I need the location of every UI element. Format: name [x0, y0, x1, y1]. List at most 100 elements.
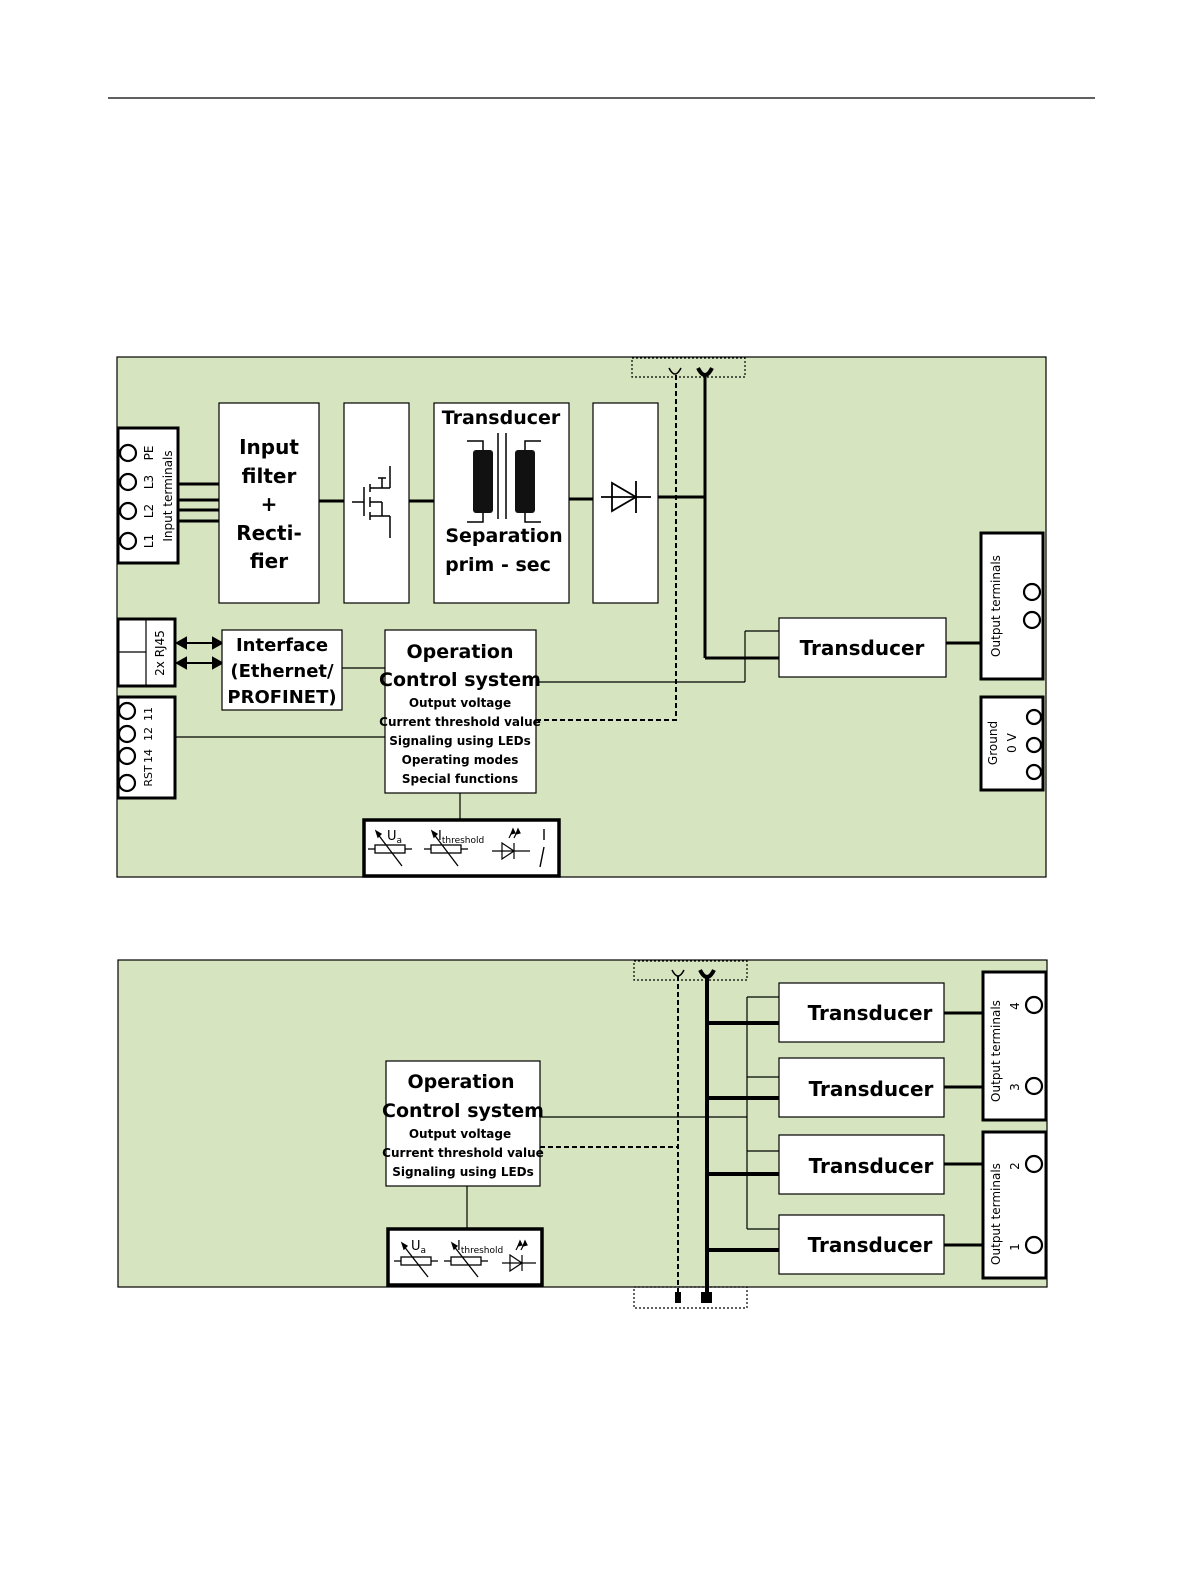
input-wires — [178, 482, 219, 523]
control-branches — [747, 996, 779, 1230]
voltage-potentiometer-icon — [368, 829, 412, 867]
terminal-l3 — [118, 472, 138, 492]
bus-connector-top — [631, 357, 746, 378]
input-terminals-title: Input terminals — [161, 450, 175, 541]
operation-item-2: Current threshold value — [379, 715, 541, 729]
current-threshold-symbol: Ithreshold — [438, 829, 484, 846]
output-terminal-4 — [1024, 995, 1044, 1015]
ground-label-line2: 0 V — [1005, 732, 1019, 752]
operation-title2: Control system — [379, 669, 541, 691]
signal-label-rst: RST — [142, 765, 155, 787]
output-terminal-block — [979, 531, 1045, 681]
output-terminals-34-title: Output terminals — [989, 1000, 1003, 1102]
interface-line1: Interface — [236, 635, 328, 656]
bus-plug-thick — [701, 1292, 712, 1303]
terminal-pe — [118, 443, 138, 463]
output-wires-2 — [944, 1011, 983, 1247]
ground-terminal-2 — [1025, 736, 1043, 754]
rj45-label: 2x RJ45 — [153, 630, 167, 676]
output-transducer-label: Transducer — [800, 636, 925, 660]
interface-line2: (Ethernet/ — [230, 661, 334, 682]
transformer-icon — [467, 433, 541, 523]
input-filter-line4: Recti- — [236, 521, 302, 545]
transformer-line2: prim - sec — [445, 554, 551, 576]
output-terminals-title: Output terminals — [989, 555, 1003, 657]
input-filter-line3: + — [261, 492, 278, 516]
output-terminal-plus — [1022, 582, 1042, 602]
transducer-4 — [778, 982, 945, 1043]
output-number-1: 1 — [1008, 1243, 1022, 1251]
signal-terminal-14 — [117, 746, 137, 766]
operation-title1: Operation — [406, 641, 513, 663]
transducer-2 — [778, 1134, 945, 1195]
switch-icon — [539, 829, 545, 868]
ethernet-arrows — [174, 636, 225, 670]
bus-connector-top-2 — [633, 960, 748, 981]
current-threshold-line — [536, 374, 677, 721]
operation2-title1: Operation — [407, 1071, 514, 1093]
operation2-item-1: Output voltage — [409, 1127, 511, 1141]
mosfet-icon — [352, 466, 391, 538]
voltage-symbol: Ua — [387, 829, 402, 846]
terminal-l2 — [118, 501, 138, 521]
operation-item-3: Signaling using LEDs — [389, 734, 531, 748]
signal-label-12: 12 — [142, 727, 155, 741]
input-filter-line1: Input — [239, 435, 299, 459]
operation-item-4: Operating modes — [402, 753, 519, 767]
power-branches — [707, 1021, 779, 1252]
interface-block — [221, 629, 343, 711]
input-filter-line5: fier — [250, 549, 288, 573]
bus-plug-thin — [675, 1292, 681, 1303]
signal-terminal-11 — [117, 701, 137, 721]
output-terminals-12-title: Output terminals — [989, 1163, 1003, 1265]
voltage-symbol-2: Ua — [411, 1239, 426, 1256]
interface-line3: PROFINET) — [227, 687, 336, 708]
transformer-block — [433, 402, 570, 604]
diode-icon — [601, 481, 651, 513]
bus-socket-thin — [668, 367, 682, 375]
operation-item-5: Special functions — [402, 772, 518, 786]
output-transducer — [778, 617, 947, 678]
current-potentiometer-icon-2 — [444, 1241, 488, 1278]
operation-item-1: Output voltage — [409, 696, 511, 710]
operation2-item-2: Current threshold value — [382, 1146, 544, 1160]
input-label-l1: L1 — [142, 534, 156, 548]
input-label-l3: L3 — [142, 475, 156, 489]
terminal-l1 — [118, 531, 138, 551]
transducer-4-label: Transducer — [808, 1001, 933, 1025]
signal-label-14: 14 — [142, 749, 155, 763]
ground-terminal-1 — [1025, 708, 1043, 726]
signal-terminal-rst — [117, 773, 137, 793]
diagram-four-outputs: Transducer Transducer Transducer Transdu… — [117, 959, 1048, 1309]
output-number-4: 4 — [1008, 1002, 1022, 1010]
operation-control-block-2 — [385, 1060, 541, 1187]
input-label-pe: PE — [142, 446, 156, 461]
output-number-3: 3 — [1008, 1083, 1022, 1091]
transducer-1-label: Transducer — [808, 1233, 933, 1257]
led-icon — [492, 827, 530, 861]
diagram-single-output: L1 L2 L3 PE Input terminals Input filter… — [116, 356, 1047, 878]
signal-label-11: 11 — [142, 707, 155, 721]
output-terminal-minus — [1022, 610, 1042, 630]
ground-label-line1: Ground — [986, 721, 1000, 765]
signal-terminal-12 — [117, 724, 137, 744]
transformer-line1: Separation — [445, 525, 562, 547]
switch-block — [343, 402, 410, 604]
transducer-1 — [778, 1214, 945, 1275]
operation-control-block — [384, 629, 537, 794]
current-threshold-symbol-2: Ithreshold — [457, 1239, 503, 1256]
output-terminal-2 — [1024, 1154, 1044, 1174]
input-filter-block — [218, 402, 320, 604]
bus-connector-bottom — [633, 1286, 748, 1309]
transformer-title: Transducer — [442, 407, 561, 429]
output-terminal-3 — [1024, 1076, 1044, 1096]
output-power-bus — [658, 374, 779, 660]
operation2-item-3: Signaling using LEDs — [392, 1165, 534, 1179]
current-potentiometer-icon — [424, 829, 468, 867]
operation2-title2: Control system — [382, 1100, 544, 1122]
transducer-3-label: Transducer — [809, 1077, 934, 1101]
input-label-l2: L2 — [142, 504, 156, 518]
led-icon-2 — [502, 1239, 536, 1273]
transducer-2-label: Transducer — [809, 1154, 934, 1178]
